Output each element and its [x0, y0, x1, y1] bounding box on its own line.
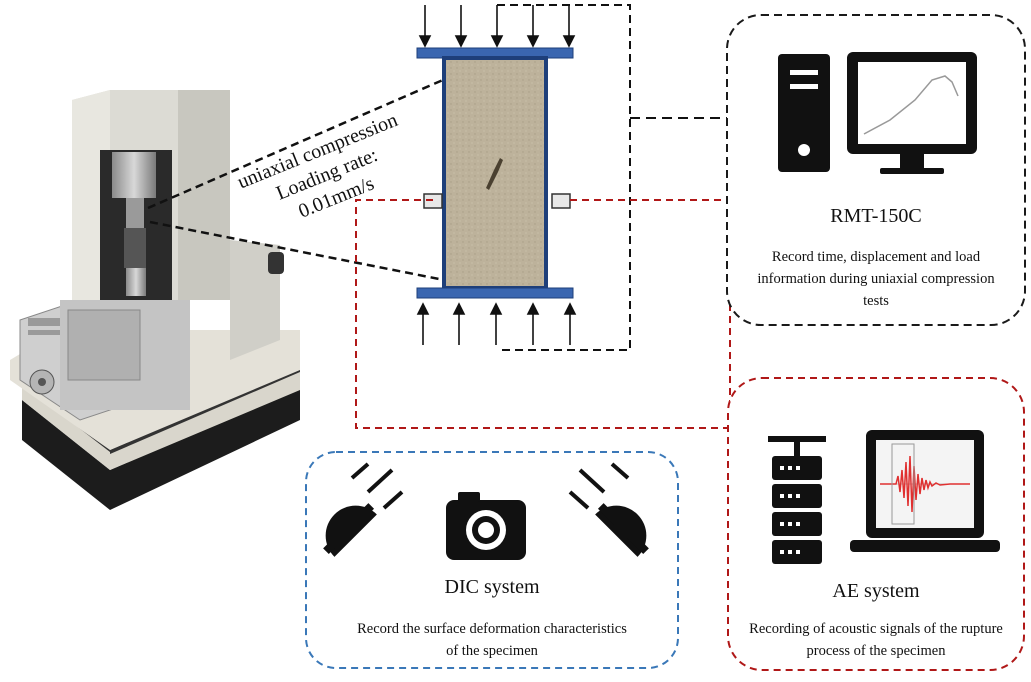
monitor-icon: [847, 52, 977, 174]
ae-waveform: [880, 455, 970, 513]
bottom-platen: [416, 287, 574, 299]
dic-panel-description: Record the surface deformation character…: [357, 621, 627, 659]
light-icon: [323, 462, 404, 557]
load-arrows-bottom: [416, 302, 577, 345]
camera-icon: [446, 492, 526, 560]
laptop-icon: [850, 430, 1000, 552]
load-cell-loop: [497, 4, 631, 351]
specimen-flaw: [486, 158, 503, 190]
rmt-panel-description: Record time, displacement and load infor…: [757, 249, 995, 309]
light-icon: [568, 462, 649, 557]
ae-connector-left: [355, 199, 770, 429]
computer-tower-icon: [778, 54, 830, 172]
ae-panel-title: AE system: [832, 580, 920, 602]
testing-machine: [10, 90, 300, 510]
server-icon: [768, 436, 826, 564]
ae-panel-description: Recording of acoustic signals of the rup…: [749, 621, 1003, 659]
ae-sensor-right: [551, 193, 571, 209]
load-arrows-top: [418, 5, 576, 48]
ae-connector-right: [570, 199, 731, 428]
zoom-line-bottom: [149, 220, 496, 292]
rmt-panel-title: RMT-150C: [830, 205, 922, 227]
specimen-assembly: [416, 5, 577, 345]
dic-panel-title: DIC system: [444, 576, 540, 598]
